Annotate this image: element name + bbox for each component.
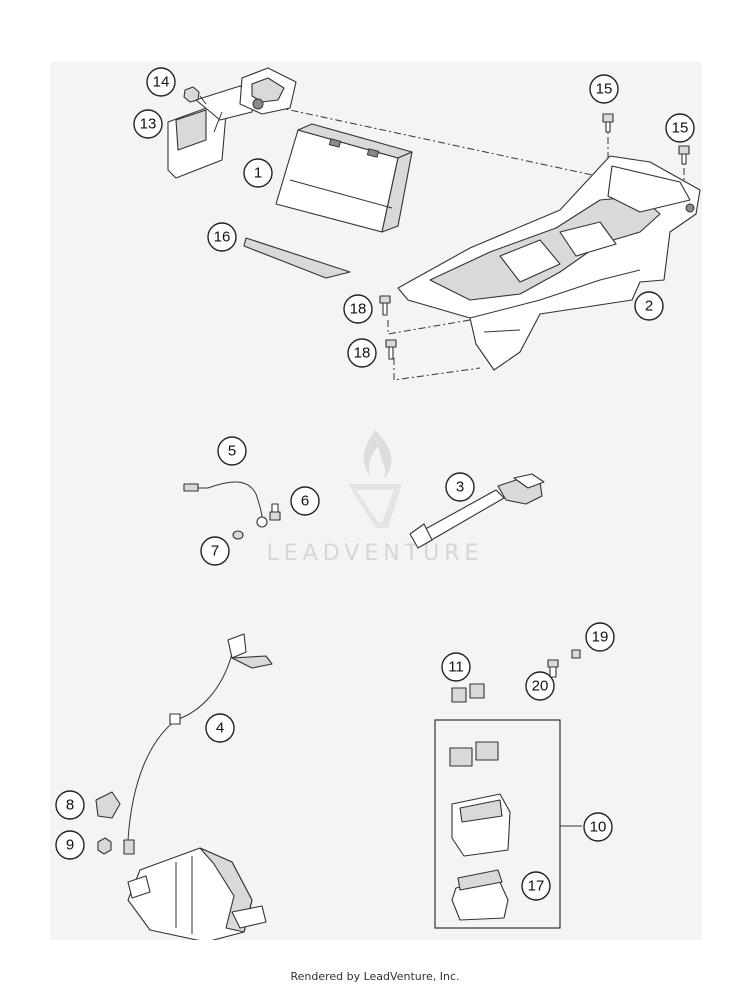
- starter-motor: [127, 847, 267, 940]
- callout-18-a: 18: [343, 294, 373, 324]
- footer-credit: Rendered by LeadVenture, Inc.: [290, 970, 460, 983]
- screw-part-15-a: [602, 113, 614, 133]
- svg-text:10: 10: [590, 819, 607, 836]
- svg-text:7: 7: [211, 543, 219, 560]
- svg-text:17: 17: [528, 878, 545, 895]
- watermark-logo: LEADVENTURE: [267, 430, 484, 566]
- callout-4: 4: [205, 713, 235, 743]
- callout-19: 19: [585, 622, 615, 652]
- callout-2: 2: [634, 291, 664, 321]
- fuse-part-11: [451, 683, 485, 703]
- svg-text:15: 15: [672, 120, 689, 137]
- svg-text:19: 19: [592, 629, 609, 646]
- battery-part-1: [275, 123, 413, 233]
- callout-16: 16: [207, 222, 237, 252]
- svg-text:9: 9: [66, 837, 74, 854]
- svg-text:6: 6: [301, 493, 309, 510]
- svg-text:20: 20: [532, 678, 549, 695]
- washer-part-7: [232, 530, 244, 540]
- svg-text:5: 5: [228, 443, 236, 460]
- svg-text:11: 11: [448, 659, 464, 676]
- screw-part-15-b: [678, 145, 690, 165]
- screw-part-18-b: [385, 339, 397, 360]
- parts-diagram: LEADVENTURE: [55, 67, 701, 940]
- battery-pad-part-16: [243, 237, 351, 279]
- watermark-text: LEADVENTURE: [267, 541, 484, 566]
- callout-5: 5: [217, 436, 247, 466]
- svg-text:8: 8: [66, 797, 74, 814]
- callout-15-a: 15: [589, 74, 619, 104]
- callout-7: 7: [200, 536, 230, 566]
- positive-cable-part-3: [409, 473, 545, 549]
- callout-3: 3: [445, 472, 475, 502]
- svg-text:18: 18: [350, 301, 367, 318]
- terminal-boot-part-8: [95, 791, 121, 819]
- svg-text:13: 13: [140, 116, 157, 133]
- screw-part-19: [571, 649, 581, 659]
- svg-text:14: 14: [153, 74, 170, 91]
- svg-text:2: 2: [645, 298, 653, 315]
- diagram-panel: LEADVENTURE: [50, 62, 702, 940]
- svg-text:3: 3: [456, 479, 464, 496]
- battery-box-part-2: [397, 155, 701, 371]
- bolt-part-6: [269, 503, 281, 521]
- callout-1: 1: [243, 158, 273, 188]
- callout-9: 9: [55, 830, 85, 860]
- ground-cable-part-5: [183, 481, 268, 528]
- callout-20: 20: [525, 671, 555, 701]
- callout-17: 17: [521, 871, 551, 901]
- callout-15-b: 15: [665, 113, 695, 143]
- callout-18-b: 18: [347, 338, 377, 368]
- screw-part-18-a: [379, 295, 391, 316]
- callout-6: 6: [290, 486, 320, 516]
- callout-8: 8: [55, 790, 85, 820]
- svg-text:18: 18: [354, 345, 371, 362]
- callout-13: 13: [133, 109, 163, 139]
- callout-10: 10: [583, 812, 613, 842]
- screw-part-20: [547, 659, 559, 678]
- callout-14: 14: [146, 67, 176, 97]
- battery-bracket-part-13: [167, 67, 297, 179]
- starter-cable-part-4: [123, 633, 273, 855]
- svg-text:16: 16: [214, 229, 231, 246]
- svg-text:15: 15: [596, 81, 613, 98]
- svg-text:4: 4: [216, 720, 224, 737]
- callout-11: 11: [441, 652, 471, 682]
- starter-relay-kit-box-part-10: [434, 719, 582, 929]
- nut-part-9: [97, 837, 112, 855]
- svg-text:1: 1: [254, 165, 262, 182]
